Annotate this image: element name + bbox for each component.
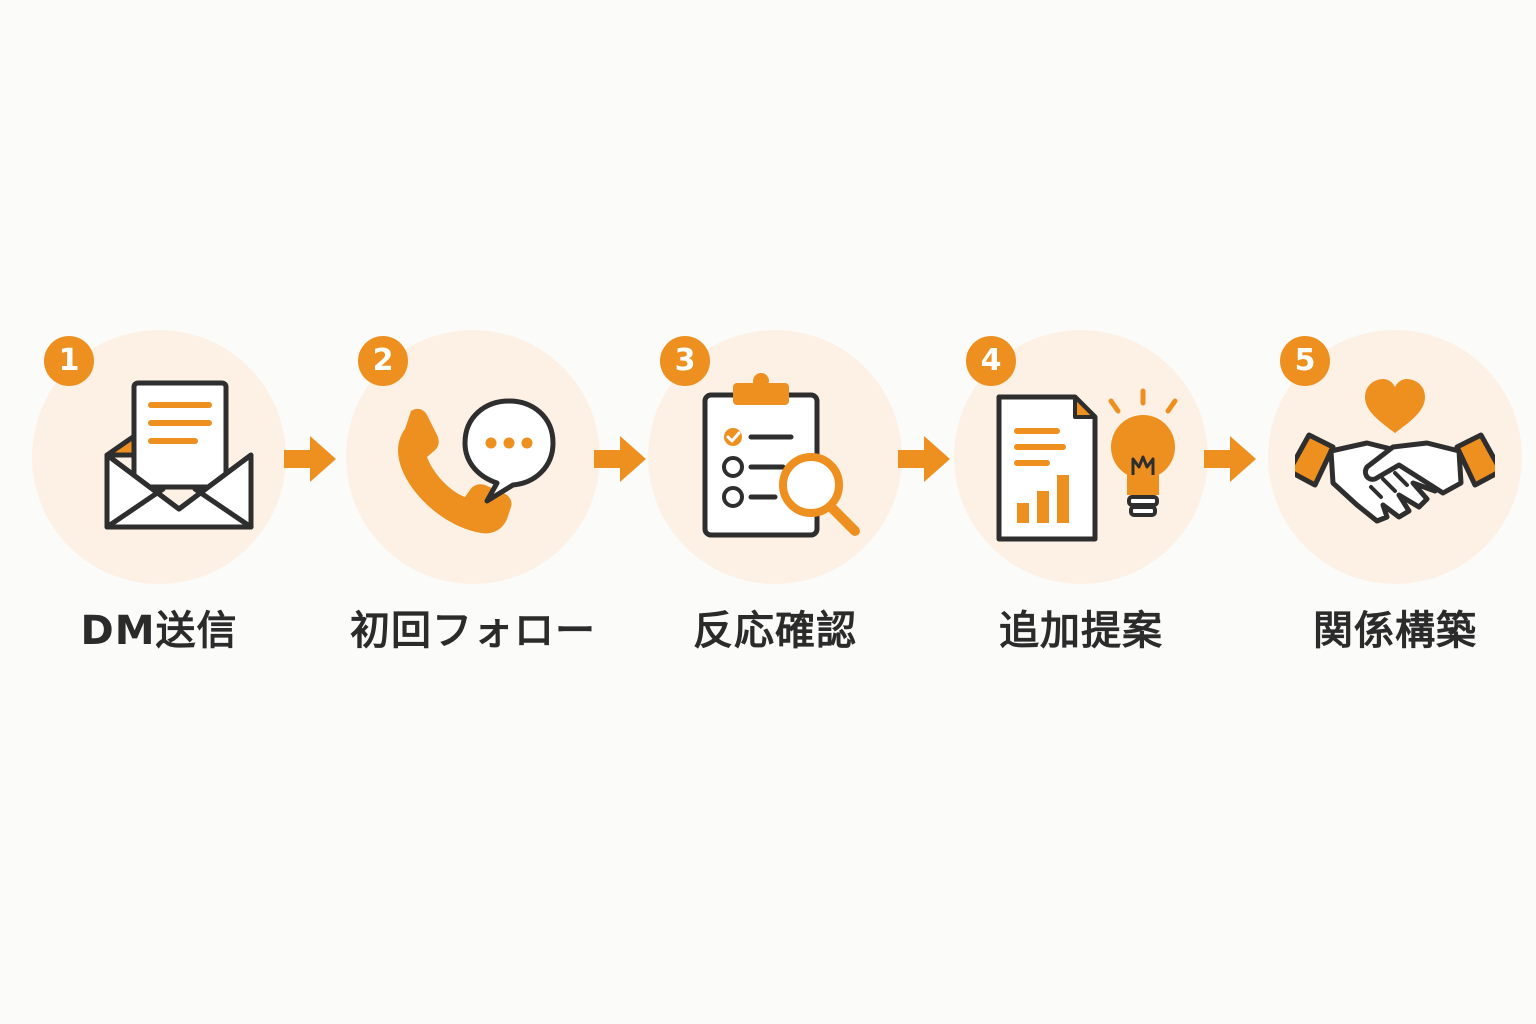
envelope-letter-icon	[59, 357, 259, 557]
step-number-badge: 2	[358, 336, 408, 386]
step-4: 4 追加提案	[954, 330, 1214, 660]
step-label: 関係構築	[1313, 608, 1477, 654]
report-lightbulb-icon	[981, 357, 1181, 557]
phone-chat-icon	[373, 357, 573, 557]
handshake-heart-icon	[1295, 357, 1495, 557]
step-label: 追加提案	[999, 608, 1163, 654]
step-3: 3 反応確認	[648, 330, 908, 660]
arrow-right-icon	[898, 434, 952, 484]
step-number-badge: 3	[660, 336, 710, 386]
step-2: 2 初回フォロー	[346, 330, 606, 660]
step-number-badge: 4	[966, 336, 1016, 386]
arrow-right-icon	[594, 434, 648, 484]
step-1: 1 DM送信	[32, 330, 292, 660]
arrow-right-icon	[1204, 434, 1258, 484]
step-number-badge: 5	[1280, 336, 1330, 386]
step-number-badge: 1	[44, 336, 94, 386]
clipboard-search-icon	[675, 357, 875, 557]
step-label: DM送信	[80, 608, 238, 654]
arrow-right-icon	[284, 434, 338, 484]
step-label: 初回フォロー	[350, 608, 596, 654]
step-5: 5 関係構築	[1268, 330, 1528, 660]
step-label: 反応確認	[693, 608, 857, 654]
